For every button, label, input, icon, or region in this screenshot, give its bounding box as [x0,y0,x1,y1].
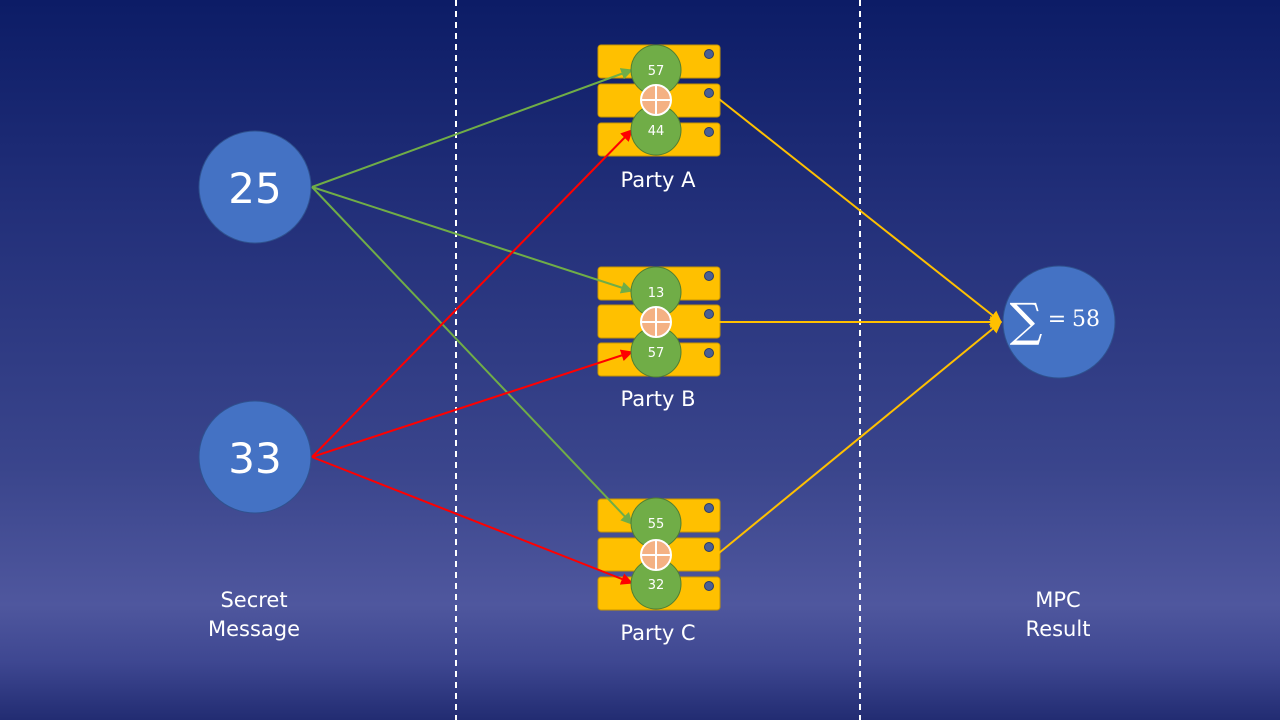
circled-plus-icon [640,84,672,116]
share-value-top: 13 [648,286,665,301]
server-led [704,127,714,137]
server-led [704,49,714,59]
party-b-shares: 13 57 [630,266,682,378]
server-led [704,503,714,513]
party-c-shares: 55 32 [630,497,682,610]
arrow-33-to-party-a [311,129,633,458]
arrow-25-to-party-c [311,186,633,525]
result-equals-sign: = [1048,307,1066,332]
share-value-top: 57 [648,64,665,79]
summation-icon: ∑ [1010,293,1043,347]
server-led [704,309,714,319]
arrow-25-to-party-b [311,186,634,294]
share-value-bottom: 32 [648,578,665,593]
arrow-25-to-party-a [311,68,634,188]
party-a-shares: 57 44 [630,44,682,156]
secret-value-second: 33 [228,434,281,483]
server-led [704,542,714,552]
arrow-33-to-party-b [311,349,634,458]
server-led [704,88,714,98]
mpc-result-caption: MPC Result [978,586,1138,644]
server-led [704,348,714,358]
server-led [704,271,714,281]
party-c-label: Party C [620,621,696,645]
secret-caption-line1: Secret [220,588,288,612]
party-b-label: Party B [620,387,696,411]
share-value-bottom: 44 [648,124,665,139]
secret-node-second: 33 [198,400,312,514]
party-a-label: Party A [620,168,696,192]
result-node: ∑ = 58 [1002,265,1116,379]
circled-plus-icon [640,306,672,338]
arrow-33-to-party-c [311,456,634,585]
arrow-party-c-to-result [718,321,1002,554]
arrow-party-a-to-result [718,98,1002,323]
share-value-bottom: 57 [648,346,665,361]
secret-caption-line2: Message [207,617,301,641]
circled-plus-icon [640,539,672,571]
secret-message-caption: Secret Message [174,586,334,644]
result-value: 58 [1072,307,1100,332]
mpc-caption-line1: MPC [1035,588,1081,612]
secret-node-first: 25 [198,130,312,244]
secret-value-first: 25 [228,164,281,213]
share-value-top: 55 [648,517,665,532]
mpc-caption-line2: Result [1025,617,1091,641]
server-led [704,581,714,591]
